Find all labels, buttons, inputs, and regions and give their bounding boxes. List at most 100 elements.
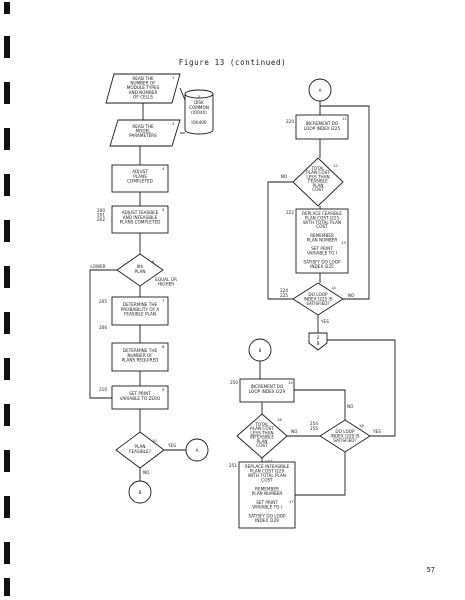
node-text-line: TOTAL: [254, 422, 269, 427]
node-number: 8: [162, 344, 165, 349]
node-text-line: REPLACE INFEASIBLE: [245, 464, 290, 469]
node-text-line: COST: [261, 478, 273, 483]
node-text-line: WITH TOTAL PLAN: [248, 473, 286, 478]
binding-mark: [4, 174, 10, 196]
node-text-line: REMEMBER: [310, 233, 334, 238]
node-text-line: FEASIBLE?: [129, 449, 151, 454]
connector-2: 2 B: [308, 332, 328, 351]
node-number: 3: [172, 121, 175, 126]
binding-mark: [4, 2, 10, 14]
node-number: 16: [277, 417, 282, 422]
svg-text:B: B: [259, 348, 262, 353]
ref-251: 251: [229, 463, 237, 468]
node-text-line: SATISFY DO LOOP: [303, 259, 341, 264]
right-flow-lines-upper: [267, 101, 370, 333]
node-text-line: DO LOOP: [335, 429, 355, 434]
binding-mark: [4, 578, 10, 596]
node-text-line: MODULE TYPES: [127, 85, 160, 90]
node-text-line: COST: [256, 443, 268, 448]
node-text-line: AND INFEASIBLE: [123, 215, 158, 220]
page-number: 57: [426, 566, 435, 574]
node-text-line: SET PRINT: [256, 500, 278, 505]
node-text-line: REPLACE FEASIBLE: [302, 211, 342, 216]
binding-mark: [4, 404, 10, 426]
ref-225: 225: [280, 293, 288, 298]
node-text-line: INCREMENT DO: [306, 121, 339, 126]
binding-mark: [4, 266, 10, 288]
connector-b-left: B: [128, 480, 152, 504]
node-text-line: PLAN NUMBER: [307, 237, 338, 242]
node-text-line: INCREMENT DO: [251, 384, 284, 389]
no-label: NO: [347, 404, 354, 409]
ref-210: 210: [99, 387, 107, 392]
node-number: 4: [162, 166, 165, 171]
node-number: 15: [288, 380, 293, 385]
binding-mark: [4, 450, 10, 472]
node-text-line: IO0400: [191, 120, 207, 125]
node-number: 13: [341, 240, 346, 245]
ref-206: 206: [99, 325, 107, 330]
no-label: NO: [348, 293, 355, 298]
node-text-line: VARIABLE TO I: [252, 505, 282, 510]
node-text-line: COST: [312, 187, 324, 192]
ref-254: 254: [310, 421, 318, 426]
node-text-line: REMEMBER: [255, 487, 279, 492]
svg-text:A: A: [196, 448, 199, 453]
node-text-line: PARAMETERS: [129, 133, 157, 138]
node-number: 14: [331, 285, 336, 290]
ref-224: 224: [280, 288, 288, 293]
svg-text:B: B: [139, 490, 142, 495]
node-number: 6: [152, 259, 155, 264]
ref-250: 250: [230, 380, 238, 385]
node-text-line: VARIABLE TO ZERO: [120, 396, 161, 401]
node-text-line: LESS THAN: [306, 174, 329, 179]
node-text-line: LOOP INDEX I229: [249, 389, 286, 394]
lower-label: LOWER: [90, 264, 105, 269]
node-text-line: PLAN COST I229: [250, 469, 285, 474]
node-text-line: IIth: [137, 264, 144, 269]
connector-a-right: A: [308, 78, 332, 102]
node-text-line: INDEX I225: [310, 264, 334, 269]
node-number: 10: [152, 438, 157, 443]
yes-label: YES: [320, 319, 329, 324]
left-flow-lines: [89, 87, 186, 481]
node-text-line: PLAN NUMBER: [252, 491, 283, 496]
node-text-line: PLAN: [135, 444, 146, 449]
node-text-line: INFEASIBLE: [250, 435, 274, 440]
node-text-line: INDEX I225 IS: [304, 296, 333, 301]
node-text-line: SET PRINT: [129, 391, 151, 396]
node-number: 2: [198, 94, 201, 99]
node-text-line: COST: [316, 224, 328, 229]
node-text-line: PLANS: [133, 174, 147, 179]
node-text-line: MODEL: [135, 129, 151, 134]
node-text-line: PROBABILITY OF A: [121, 307, 160, 312]
node-text-line: NUMBER OF: [130, 81, 156, 86]
connector-b-right: B: [248, 338, 272, 362]
node-text-line: INDEX I229: [255, 518, 279, 523]
svg-text:2: 2: [317, 335, 320, 340]
node-text-line: PLAN COST: [306, 170, 330, 175]
node-text-line: AND NUMBER: [129, 90, 158, 95]
node-text-line: INDEX I229 IS: [331, 433, 360, 438]
binding-mark: [4, 496, 10, 518]
connector-a-left: A: [185, 438, 209, 462]
node-number: 7: [162, 298, 165, 303]
figure-caption: Figure 13 (continued): [178, 58, 287, 67]
node-text-line: LESS THAN: [250, 430, 273, 435]
svg-text:A: A: [319, 88, 322, 93]
node-text-line: WITH TOTAL PLAN: [303, 220, 341, 225]
node-text-line: LOOP INDEX I225: [304, 126, 341, 131]
node-text-line: SATISFIED?: [306, 301, 329, 306]
